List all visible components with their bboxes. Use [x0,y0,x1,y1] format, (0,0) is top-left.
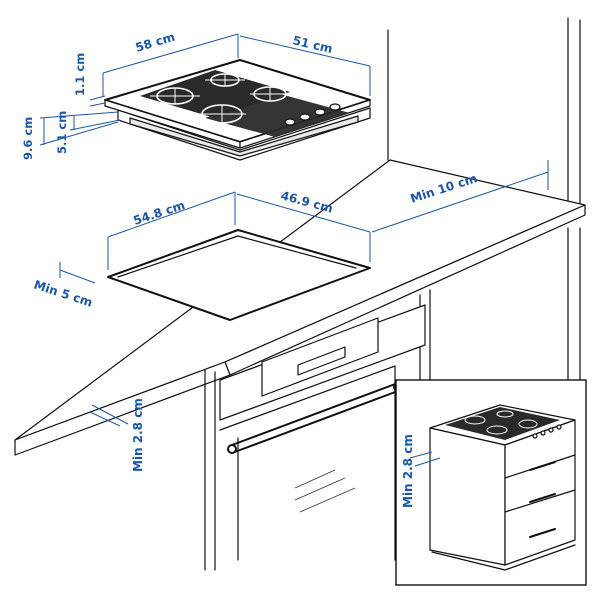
label-hob-top-thickness: 1.1 cm [73,53,87,96]
worktop-cutout [107,229,371,321]
oven-cabinet [89,289,431,571]
hob [104,59,371,161]
label-cutout-depth: 46.9 cm [279,188,334,215]
inset-frame [395,379,587,586]
label-cutout-width: 54.8 cm [132,198,187,228]
cutout-dimension-lines [59,160,549,284]
label-hob-width: 58 cm [134,30,177,55]
label-hob-below-height: 5.1 cm [55,111,69,154]
label-oven-gap: Min 2.8 cm [131,398,145,472]
label-hob-total-height: 9.6 cm [21,117,35,160]
label-front-clearance: Min 5 cm [32,278,94,310]
label-inset-gap: Min 2.8 cm [401,434,415,508]
hob-dimension-lines [39,33,371,146]
wall-cabinet [387,17,581,381]
worktop [14,159,586,456]
